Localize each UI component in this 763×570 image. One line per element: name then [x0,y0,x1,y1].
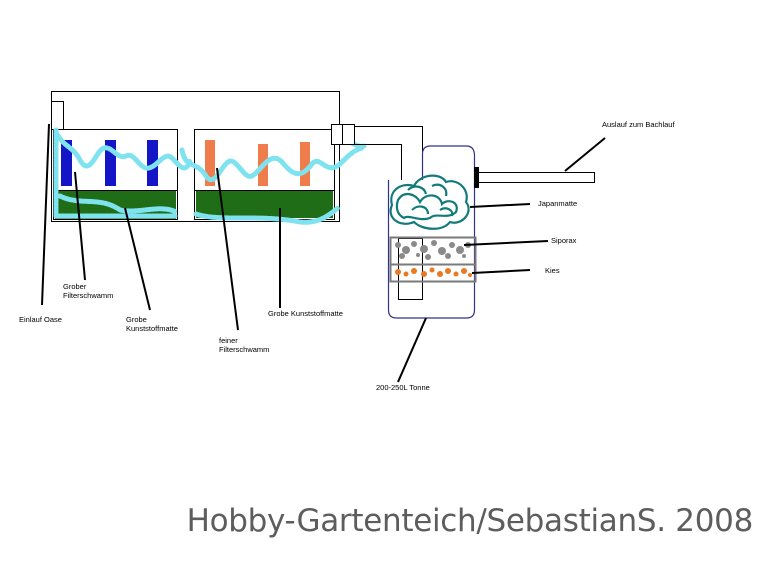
label-siporax: Siporax [551,236,577,245]
watermark-text: Hobby-Gartenteich/SebastianS. 2008 [186,503,754,539]
filter-box-outline [51,91,340,222]
label-grobe-kunststoffmatte: Grobe Kunststoffmatte [268,309,343,318]
tonne-inner-pipe [398,238,423,300]
blue-sponge-3 [147,140,158,186]
label-feiner-2: Filterschwamm [219,345,269,354]
japanmatte-fill [389,174,470,230]
label-grobe-1: Grobe [126,315,147,324]
siporax-fill [395,240,471,260]
label-grober-2: Filterschwamm [63,291,113,300]
label-japanmatte: Japanmatte [538,199,577,208]
label-tonne: 200-250L Tonne [376,383,430,392]
inlet-pipe-stub [51,101,64,130]
label-einlauf: Einlauf Oase [19,315,62,324]
pipe-bottom [354,144,402,180]
tonne-outline [387,145,476,319]
pipe-top [354,126,423,180]
leader-lines [41,123,606,383]
outlet-flange [474,167,479,188]
label-grober-1: Grober [63,282,87,291]
blue-sponge-1 [61,140,72,186]
outlet-pipe [477,172,595,183]
label-grobe-2: Kunststoffmatte [126,324,178,333]
orange-sponge-3 [300,142,310,186]
orange-sponge-1 [205,140,215,186]
label-kies: Kies [545,266,560,275]
label-auslauf: Auslauf zum Bachlauf [602,120,675,129]
blue-sponge-2 [105,140,116,186]
green-mat-2 [196,190,333,218]
label-feiner-1: feiner [219,336,238,345]
kies-fill [395,267,472,277]
